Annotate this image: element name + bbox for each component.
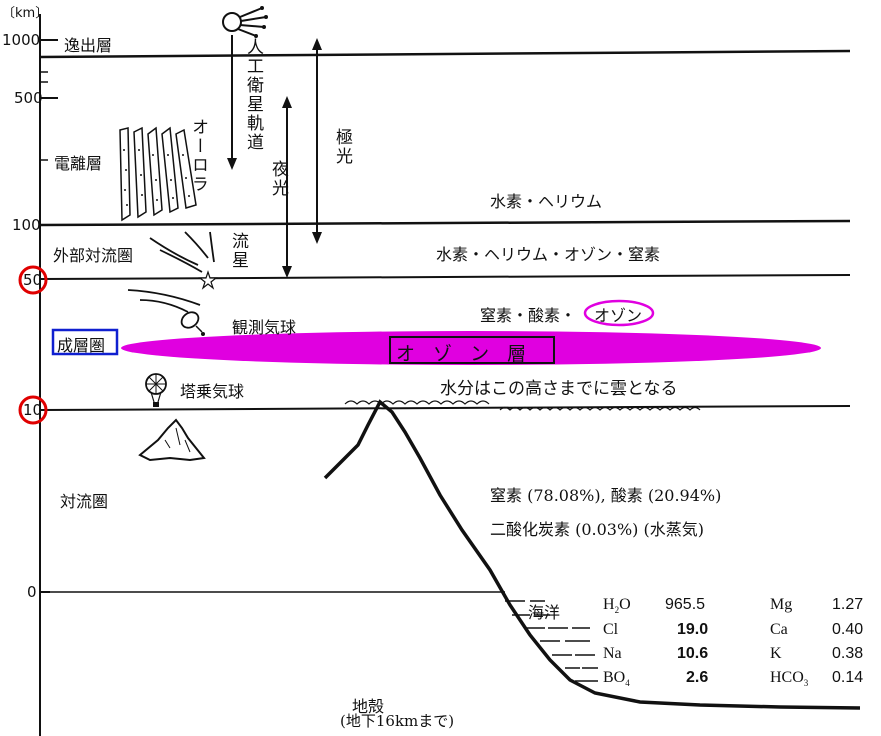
mountain-icon: [138, 418, 206, 462]
layer-crust: 地殻: [352, 697, 385, 716]
meteor-streaks: [127, 231, 215, 313]
boundary-100km: [39, 219, 851, 227]
tick-label-10: 10: [23, 401, 43, 419]
layer-ionosphere: 電離層: [54, 154, 103, 173]
ozone-layer-box: [389, 336, 555, 364]
ocean-sym-mg: Mg: [770, 596, 793, 613]
layer-crust-note: (地下16kmまで): [340, 712, 455, 730]
layer-outer-convection: 外部対流圏: [53, 246, 134, 265]
tick-label-1000: 1000: [2, 31, 41, 49]
layer-exosphere: 逸出層: [64, 36, 113, 55]
ocean-val-cl: 19.0: [677, 621, 709, 638]
ozone-highlight-ring: [583, 299, 655, 327]
composition-strat-prefix: 窒素・酸素・: [480, 306, 577, 325]
label-polar-light: 極光: [332, 128, 352, 166]
ocean-val-h2o: 965.5: [665, 596, 706, 613]
meteor-star-icon: [198, 270, 218, 290]
satellite-icon: [222, 6, 268, 38]
label-satellite-orbit: 人工衛星軌道: [243, 38, 263, 152]
ozone-layer-label: オ ゾ ン 層: [396, 343, 533, 365]
ocean-val-hco3: 0.14: [832, 669, 864, 686]
ocean-sym-cl: Cl: [603, 621, 619, 638]
ocean-val-na: 10.6: [677, 645, 709, 662]
aurora-curtain-icon: [119, 126, 197, 222]
highlight-10-circle: [18, 395, 48, 425]
label-manned-balloon: 塔乗気球: [180, 382, 245, 401]
boundary-10km: [39, 405, 851, 411]
boundary-exosphere: [39, 49, 851, 59]
ocean-val-bo4: 2.6: [686, 669, 709, 686]
composition-high: 水素・ヘリウム: [490, 192, 603, 211]
layer-troposphere: 対流圏: [60, 492, 109, 511]
composition-mid: 水素・ヘリウム・オゾン・窒素: [436, 245, 661, 264]
label-observation-balloon: 観測気球: [232, 318, 297, 337]
tick-label-500: 500: [14, 89, 43, 107]
label-aurora: オーロラ: [188, 118, 208, 194]
crust-profile: [323, 399, 861, 710]
satellite-orbit-arrow: [227, 35, 237, 170]
manned-balloon-icon: [145, 373, 167, 407]
label-meteor: 流星: [228, 232, 248, 270]
composition-strat-ozone: オゾン: [594, 306, 643, 325]
cloud-note: 水分はこの高さまでに雲となる: [440, 379, 678, 399]
tick-label-0: 0: [27, 583, 37, 601]
observation-balloon-icon: [180, 311, 205, 336]
cloud-band: [344, 400, 701, 411]
ocean-sym-hco3: HCO3: [770, 669, 809, 689]
ocean-sym-ca: Ca: [770, 621, 788, 638]
night-glow-arrow: [282, 96, 292, 278]
stratosphere-box: [51, 328, 119, 356]
ocean-val-ca: 0.40: [832, 621, 864, 638]
ocean-sym-bo4: BO4: [603, 669, 630, 689]
ozone-band: [121, 331, 821, 365]
ocean-sym-h2o: H2O: [603, 596, 631, 616]
ocean-hatching: [505, 600, 598, 682]
troposphere-composition-2: 二酸化炭素 (0.03%) (水蒸気): [490, 520, 704, 539]
ocean-sym-na: Na: [603, 645, 622, 662]
highlight-50-circle: [18, 265, 48, 295]
label-night-glow: 夜光: [268, 160, 288, 198]
tick-label-100: 100: [12, 216, 41, 234]
layer-stratosphere: 成層圏: [57, 336, 106, 355]
ocean-val-mg: 1.27: [832, 596, 864, 613]
tick-label-50: 50: [23, 271, 43, 289]
label-ocean: 海洋: [528, 603, 561, 622]
boundary-50km: [39, 274, 851, 280]
troposphere-composition-1: 窒素 (78.08%), 酸素 (20.94%): [490, 486, 722, 505]
ocean-val-k: 0.38: [832, 645, 864, 662]
ocean-sym-k: K: [770, 645, 782, 662]
polar-light-arrow: [312, 38, 322, 244]
axis-unit: 〔km〕: [2, 6, 49, 21]
